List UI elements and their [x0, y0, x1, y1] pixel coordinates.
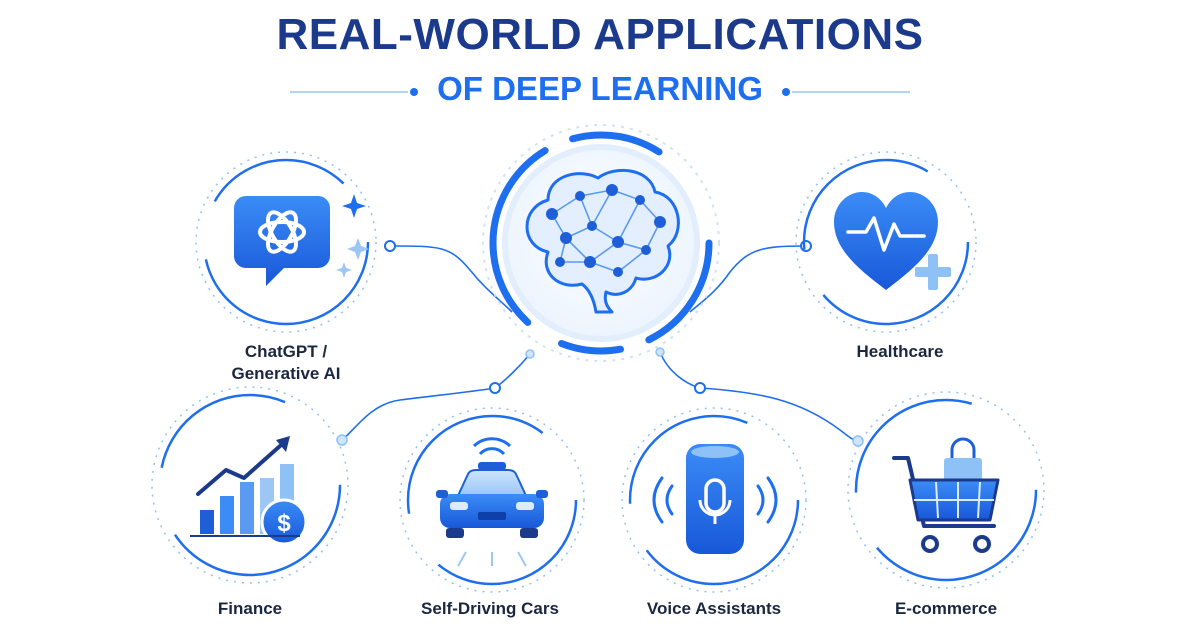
page-title: REAL-WORLD APPLICATIONS — [276, 10, 924, 59]
label-voice: Voice Assistants — [646, 599, 782, 618]
node-chatgpt — [195, 151, 377, 333]
brain-network-icon — [525, 168, 680, 314]
subtitle-divider — [290, 88, 910, 96]
label-chatgpt-line1: ChatGPT / — [244, 342, 328, 361]
smart-speaker-icon — [652, 444, 778, 554]
page-subtitle: OF DEEP LEARNING — [437, 70, 763, 107]
label-chatgpt-line2: Generative AI — [231, 364, 341, 383]
node-finance: $ — [151, 386, 349, 584]
center-node — [482, 124, 720, 362]
node-self-driving — [399, 407, 585, 593]
node-healthcare — [795, 151, 977, 333]
svg-text:$: $ — [277, 510, 291, 537]
heart-pulse-icon — [834, 192, 951, 290]
finance-chart-icon: $ — [190, 436, 308, 546]
label-ecommerce: E-commerce — [894, 599, 998, 618]
label-chatgpt: ChatGPT / Generative AI — [196, 341, 376, 385]
car-icon — [436, 437, 548, 567]
chat-ai-icon — [234, 194, 369, 286]
node-ecommerce — [847, 391, 1045, 589]
node-voice — [621, 407, 807, 593]
label-self-driving: Self-Driving Cars — [421, 599, 559, 618]
shopping-cart-icon — [892, 437, 1000, 553]
label-finance: Finance — [217, 599, 283, 618]
label-healthcare: Healthcare — [856, 342, 944, 361]
